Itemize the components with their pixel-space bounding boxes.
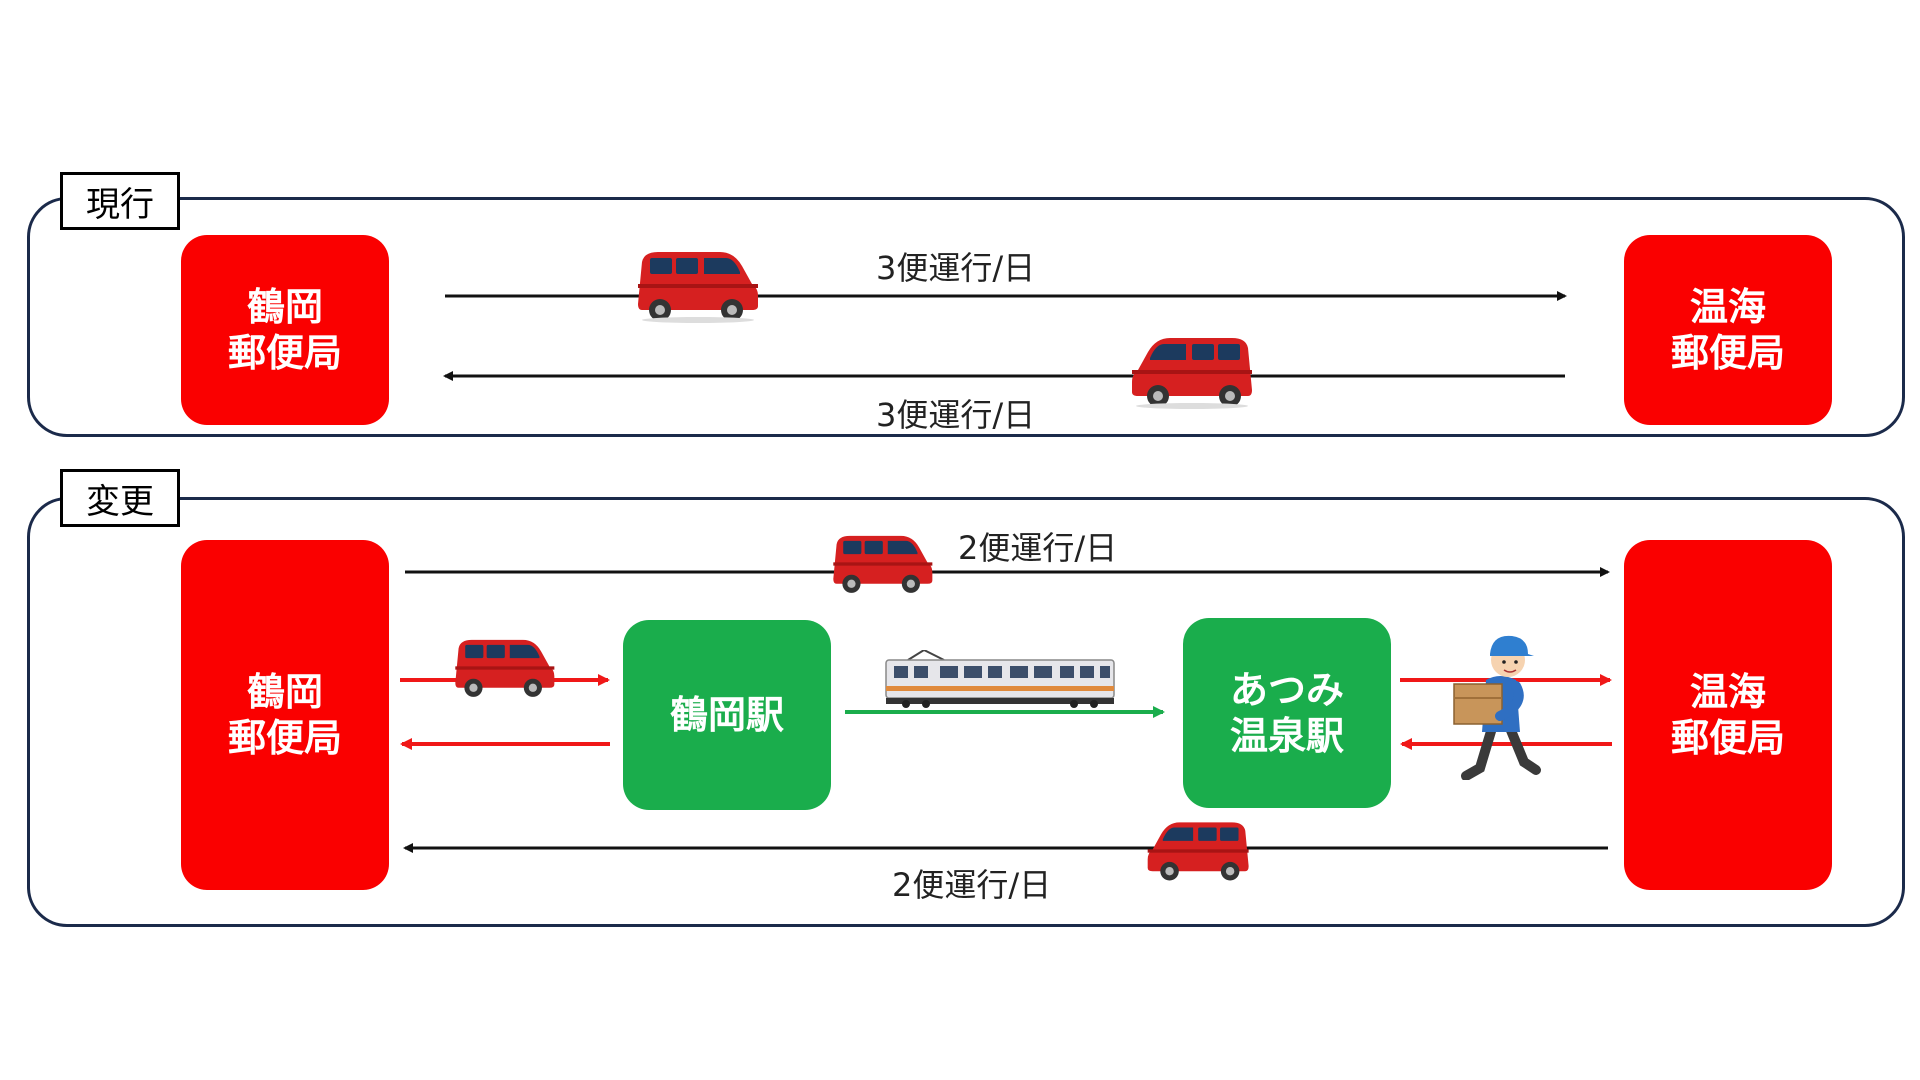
van-icon bbox=[455, 639, 555, 697]
current-origin-post-office: 鶴岡 郵便局 bbox=[181, 235, 389, 425]
current-tag: 現行 bbox=[60, 172, 180, 230]
train-icon bbox=[885, 650, 1115, 708]
changed-origin-post-office: 鶴岡 郵便局 bbox=[181, 540, 389, 890]
station2-name-line1: あつみ bbox=[1229, 668, 1344, 712]
atsumi-onsen-station: あつみ 温泉駅 bbox=[1183, 618, 1391, 808]
van-icon bbox=[1132, 338, 1252, 409]
changed-tag: 変更 bbox=[60, 469, 180, 527]
current-return-label: 3便運行/日 bbox=[876, 396, 1036, 434]
origin-name-line1: 鶴岡 bbox=[246, 285, 323, 329]
destination-name-line2: 郵便局 bbox=[1670, 331, 1785, 375]
current-destination-post-office: 温海 郵便局 bbox=[1624, 235, 1832, 425]
courier-icon bbox=[1453, 635, 1541, 780]
destination-name-line1: 温海 bbox=[1689, 285, 1766, 329]
van-icon bbox=[1147, 822, 1249, 881]
origin-name-line1: 鶴岡 bbox=[246, 670, 323, 714]
station1-name: 鶴岡駅 bbox=[669, 693, 784, 737]
destination-name-line2: 郵便局 bbox=[1670, 716, 1785, 760]
van-icon bbox=[638, 252, 758, 323]
current-outbound-label: 3便運行/日 bbox=[876, 249, 1036, 287]
origin-name-line2: 郵便局 bbox=[227, 331, 342, 375]
destination-name-line1: 温海 bbox=[1689, 670, 1766, 714]
origin-name-line2: 郵便局 bbox=[227, 716, 342, 760]
van-icon bbox=[833, 535, 933, 593]
station2-name-line2: 温泉駅 bbox=[1229, 714, 1344, 758]
changed-destination-post-office: 温海 郵便局 bbox=[1624, 540, 1832, 890]
changed-outbound-label: 2便運行/日 bbox=[958, 529, 1118, 567]
tsuruoka-station: 鶴岡駅 bbox=[623, 620, 831, 810]
changed-return-label: 2便運行/日 bbox=[892, 866, 1052, 904]
